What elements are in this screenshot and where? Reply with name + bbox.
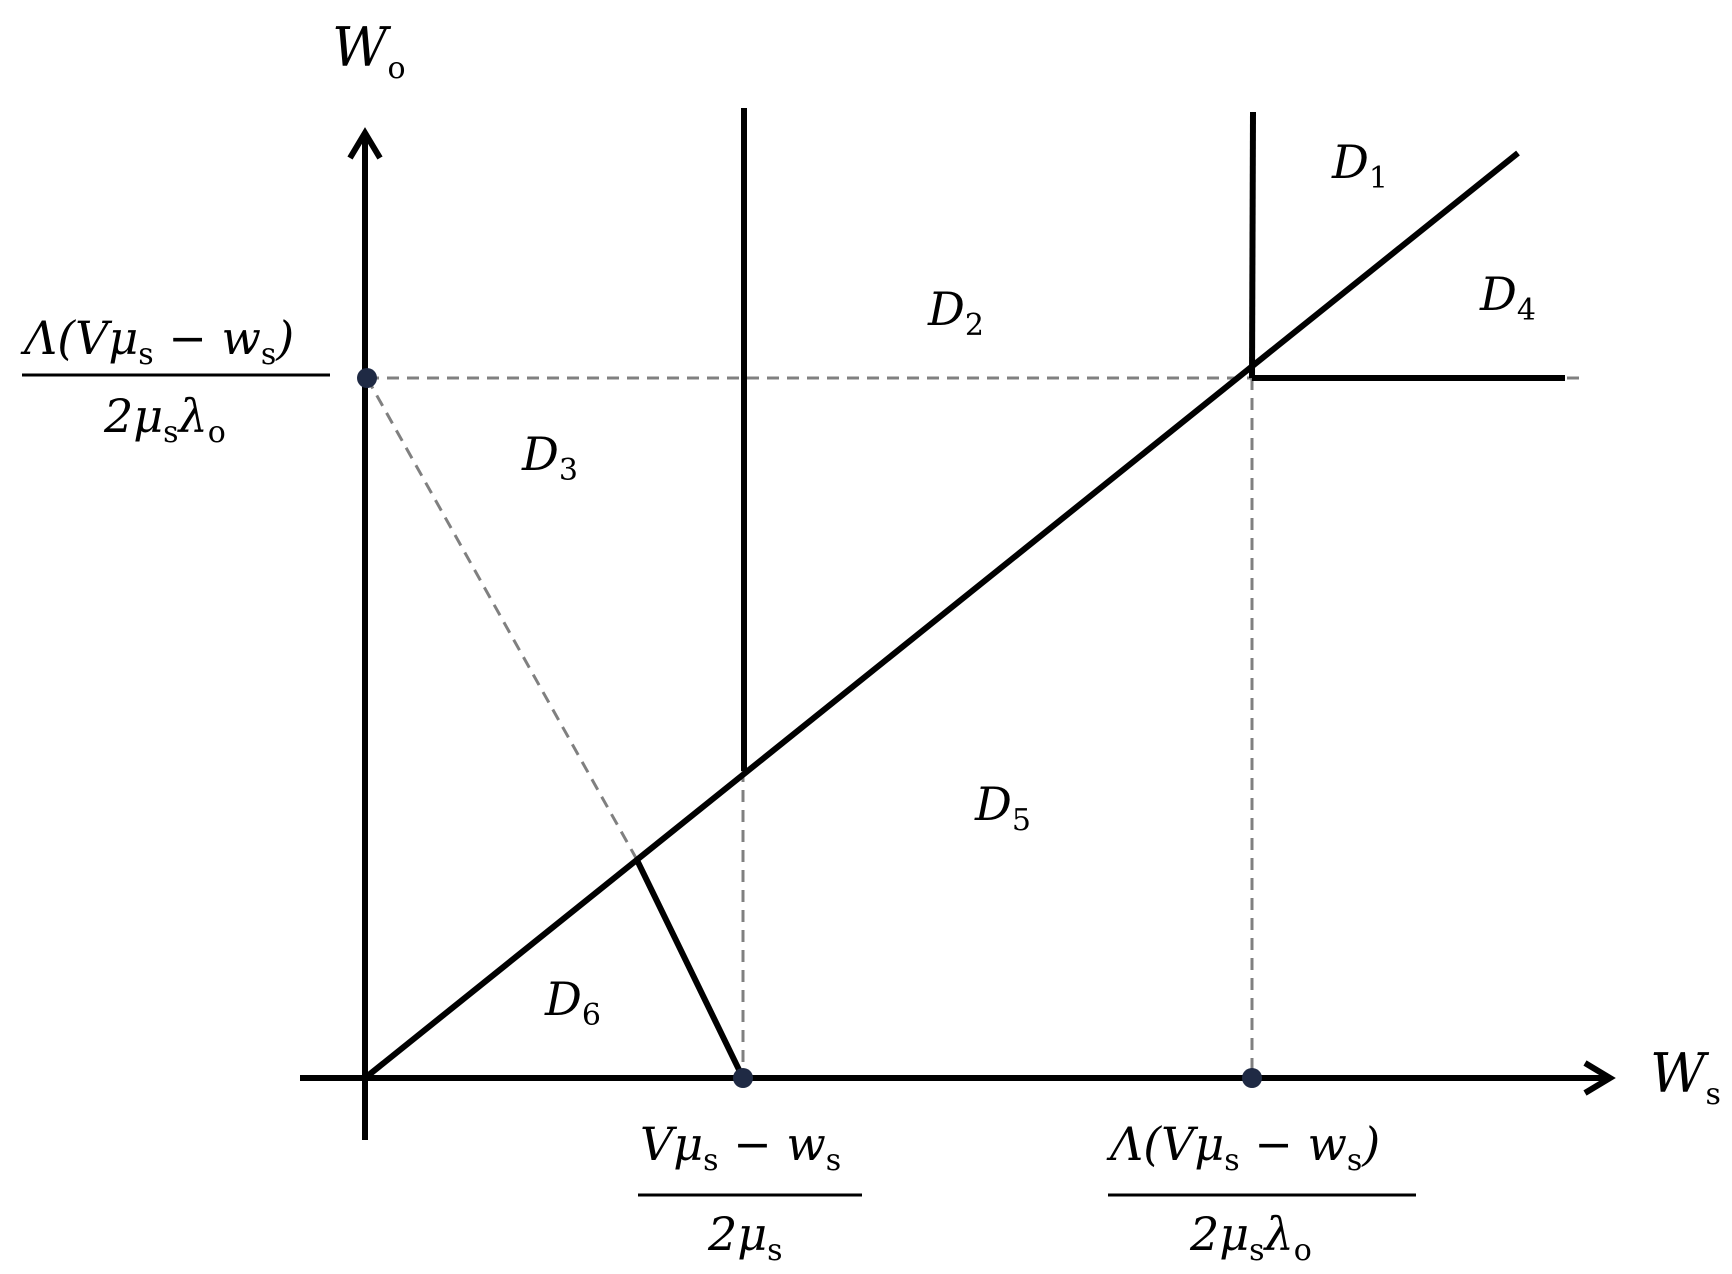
y-tick-numerator: Λ(Vμs − ws) (20, 311, 294, 372)
marked-points (357, 368, 1262, 1088)
x2-tick-denominator: 2μsλo (1189, 1207, 1312, 1268)
x2-tick-numerator: Λ(Vμs − ws) (1106, 1117, 1380, 1178)
x1-tick-numerator: Vμs − ws (640, 1117, 841, 1178)
x1-tick-denominator: 2μs (707, 1207, 783, 1268)
y-axis-label: Wo (332, 16, 406, 86)
vertical-boundary-x2 (1249, 111, 1256, 379)
region-label-d2: D2 (927, 282, 984, 343)
point-x1 (733, 1068, 753, 1088)
region-label-d1: D1 (1331, 135, 1388, 196)
x-tick-label-1: Vμs − ws 2μs (638, 1117, 862, 1268)
y-tick-label: Λ(Vμs − ws) 2μsλo (20, 311, 330, 450)
diagonal-boundary (363, 150, 1520, 1081)
region-boundaries (363, 108, 1565, 1081)
slanted-boundary-d6 (633, 856, 746, 1080)
region-label-d4: D4 (1479, 267, 1536, 328)
point-y-intercept (357, 368, 377, 388)
point-x2 (1242, 1068, 1262, 1088)
x-axis-label: Ws (1650, 1042, 1721, 1112)
region-label-d5: D5 (974, 777, 1031, 838)
region-label-d3: D3 (521, 427, 578, 488)
x-axis-arrowhead (1583, 1060, 1616, 1096)
x-tick-label-2: Λ(Vμs − ws) 2μsλo (1106, 1117, 1416, 1268)
y-tick-denominator: 2μsλo (103, 389, 226, 450)
axes (300, 127, 1616, 1140)
dashed-diagonal-guide (365, 377, 638, 859)
y-axis-arrowhead (347, 127, 383, 160)
region-label-d6: D6 (544, 972, 601, 1033)
